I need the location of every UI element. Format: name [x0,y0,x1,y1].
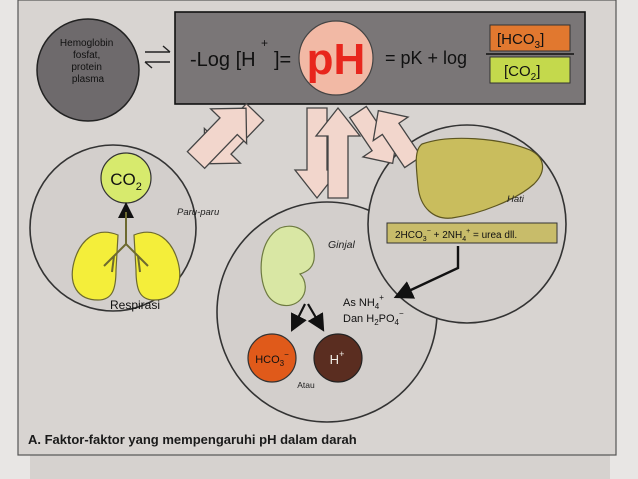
lungs-label: Paru-paru [177,207,220,218]
kidney-label: Ginjal [328,239,356,251]
co2-label: CO2 [110,170,142,193]
liver-to-kidney-arrow [393,246,460,299]
hco3-label: HCO3− [255,350,289,368]
equation-left: -Log [H [190,49,256,71]
arrow-lungs-to-header [186,107,248,170]
respiration-label: Respirasi [110,298,160,312]
or-label: Atau [297,380,315,390]
h-ion-label: H+ [330,349,345,367]
h-ion-circle [313,333,363,383]
h-superscript: + [261,36,268,50]
reaction-band [386,222,558,244]
equation-right: = pK + log [385,48,467,68]
buffer-label: Hemoglobin fosfat, protein plasma [60,38,116,85]
buffer-circle [36,18,140,122]
excrete-line-2: Dan H2PO4− [343,309,404,327]
hco3-circle [247,333,297,383]
denominator-label: [CO2] [504,63,540,83]
numerator-box [489,24,571,52]
figure-caption: A. Faktor-faktor yang mempengaruhi pH da… [28,432,357,447]
connector-arrows [186,102,423,200]
lungs-icon [71,212,181,301]
exchange-arrows [144,45,171,69]
ph-circle [298,20,374,96]
liver-icon [415,137,544,219]
kidney-icon [260,225,315,307]
arrow-kidney-to-header [314,106,362,199]
denominator-box [489,56,571,84]
excrete-line-1: As NH4+ [343,293,384,311]
arrow-liver-to-header [372,109,423,169]
kidney-output-arrows [291,303,325,332]
numerator-label: [HCO3] [497,31,544,51]
ph-label: pH [307,35,366,84]
equation-eq: ]= [274,49,291,71]
reaction-label: 2HCO3− + 2NH4+ = urea dll. [395,228,517,243]
liver-label: Hati [507,194,525,205]
